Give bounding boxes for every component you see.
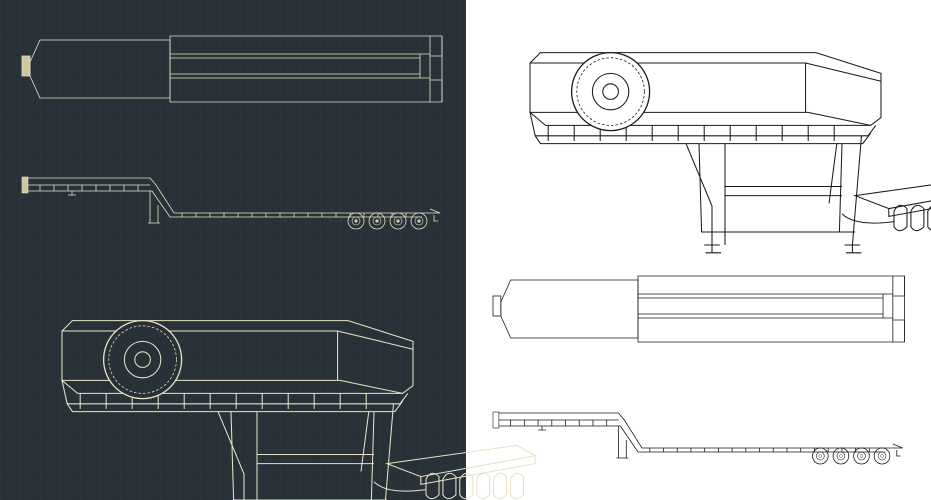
wheel-hub [857,451,866,461]
wheel [368,212,386,230]
light-perspective-view [529,51,931,254]
wheel-hub [351,216,361,226]
gooseneck-body [61,320,414,394]
support-leg [538,426,546,431]
wheel-hub [372,216,382,226]
wheel [347,212,365,230]
hub [134,351,151,368]
feet [704,244,862,254]
rim [123,340,162,379]
wheel-hub [816,451,825,461]
wheel-center [417,219,421,223]
rear-wheel [425,472,440,500]
rear-ramps [892,276,905,342]
frame-outline [28,177,441,218]
support-legs [685,135,863,246]
wheel-center [354,219,358,223]
cross-brace [256,453,374,465]
wheel [873,447,891,465]
rear-wheel [927,206,931,231]
tire-tread [576,57,645,126]
landing-gear [616,426,629,459]
landing-gear [148,191,160,224]
frame-lower [61,380,409,413]
wheel [389,212,407,230]
frame-lower [529,112,877,145]
front-bumper [21,176,29,194]
rear-wheel [509,472,525,500]
hitch-block [492,295,502,317]
wheel-center [375,219,379,223]
rear-wheel [493,472,508,500]
rim [591,72,630,111]
wheel [832,447,850,465]
wheel [853,447,870,465]
hub [602,83,619,100]
rear-wheel [893,204,908,232]
rear-light [433,215,438,222]
deck-beams [638,276,894,342]
wheel [812,447,829,465]
rear-wheel [910,204,925,232]
hose [373,481,427,492]
hitch-block [21,55,31,77]
wheel-center [396,219,400,223]
dark-top-view [21,35,443,103]
rear-wheel [442,472,457,500]
wheel-hub [877,451,887,461]
rear-ramps [430,36,443,102]
rear-deck [852,184,931,218]
wheel-hub [393,216,403,226]
front-bumper [492,411,500,429]
spare-tire [570,51,651,132]
cross-brace [724,185,842,197]
wheel-hub [836,451,846,461]
frame-outline [498,412,903,453]
wheel-center [839,454,843,458]
rear-deck [384,444,537,486]
light-side-view [492,411,903,465]
dark-panel-grid [0,0,466,500]
hose [841,213,895,224]
wheel-center [818,454,822,458]
rear-wheel [459,472,474,500]
wheel-hub [414,216,424,226]
dark-side-view [21,176,441,230]
tire-tread [108,325,177,394]
deck-beams [170,36,431,102]
wheel-center [859,454,864,458]
support-leg [68,191,76,196]
rear-wheel [476,472,491,500]
wheel [410,212,428,230]
light-top-view [492,275,905,343]
wheel-center [880,454,884,458]
spare-tire [102,319,183,400]
rear-light [896,450,901,457]
